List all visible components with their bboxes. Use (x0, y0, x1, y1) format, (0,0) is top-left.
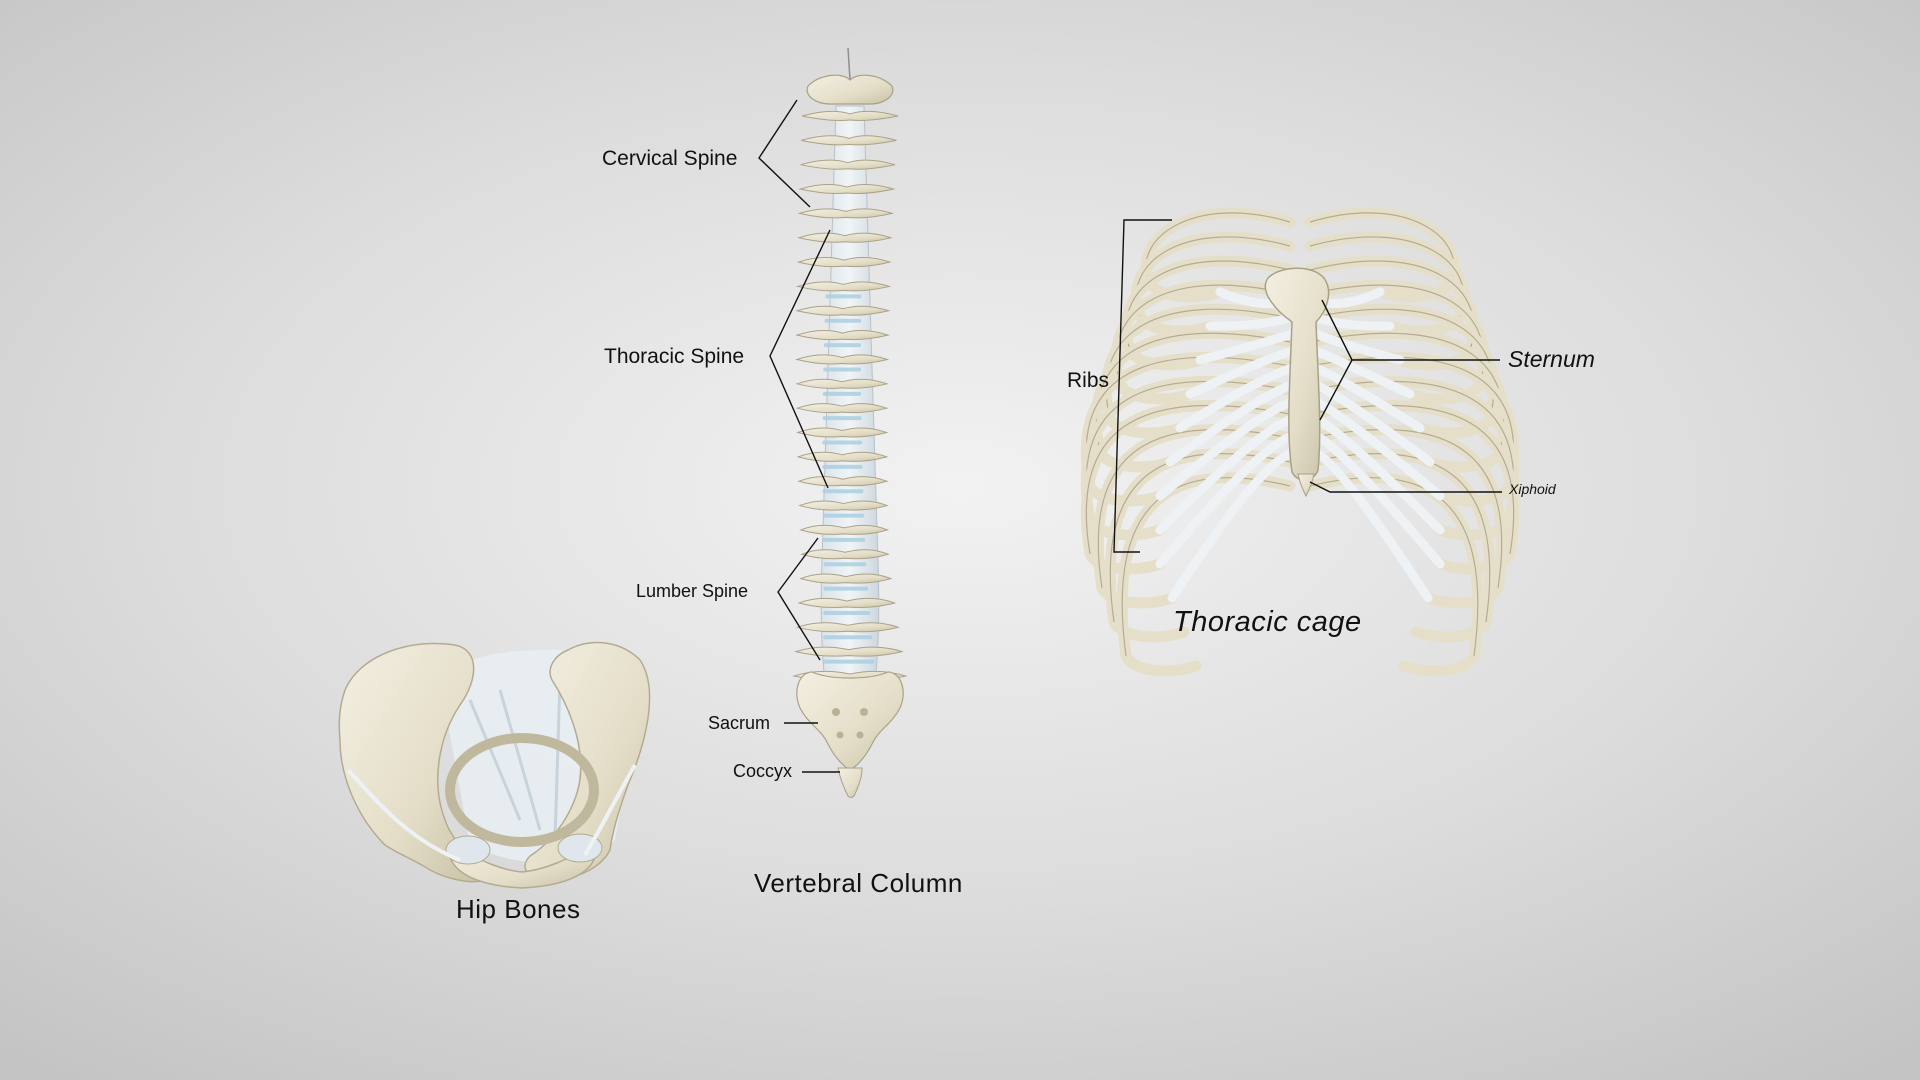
thoracic-leader (769, 229, 831, 489)
cervical-leader (758, 99, 811, 208)
hip-bones-drawing (338, 641, 651, 889)
vertebra (795, 354, 890, 365)
vertebra (801, 110, 899, 121)
vertebra (795, 330, 890, 341)
costal-cartilage-right (1311, 448, 1433, 603)
ribs-right-group (1304, 207, 1520, 677)
vertebra (796, 451, 889, 462)
intervertebral-disc (823, 367, 862, 372)
costal-cartilage-left (1195, 329, 1297, 365)
xiphoid-leader (1309, 481, 1502, 493)
vertebra (796, 257, 892, 268)
costal-cartilage-right (1311, 380, 1435, 467)
intervertebral-disc (822, 416, 862, 421)
vertebra (800, 549, 890, 560)
costal-cartilage-right (1311, 346, 1415, 399)
caption-thoracic-cage: Thoracic cage (1173, 606, 1362, 638)
vertebra (799, 524, 890, 535)
intervertebral-disc (823, 586, 869, 591)
label-xiphoid: Xiphoid (1509, 481, 1556, 497)
intervertebral-disc (822, 489, 864, 494)
sternum-bone (1264, 267, 1330, 481)
pelvic-inlet (445, 733, 599, 847)
vertebra (795, 378, 889, 389)
vertebra (797, 597, 897, 608)
caption-hip-bones: Hip Bones (456, 894, 581, 924)
costal-cartilage-left (1155, 414, 1297, 535)
intervertebral-disc (823, 343, 862, 348)
thoracic-cage-drawing (1080, 207, 1520, 677)
intervertebral-disc (824, 318, 862, 323)
xiphoid-process (1297, 473, 1315, 498)
intervertebral-disc (823, 659, 875, 664)
intervertebral-disc (822, 440, 863, 445)
coccyx-bone (837, 767, 863, 798)
intervertebral-disc (822, 391, 862, 396)
caption-vertebral-column: Vertebral Column (754, 868, 963, 898)
intervertebral-disc (823, 537, 866, 542)
costal-cartilage-right (1311, 329, 1405, 365)
costal-cartilage-left (1185, 346, 1297, 399)
intervertebral-disc (822, 464, 863, 469)
label-coccyx: Coccyx (733, 761, 793, 781)
costal-cartilage-right (1311, 397, 1445, 501)
costal-cartilage-right (1311, 431, 1445, 569)
vertebra (801, 135, 897, 146)
vertebra (797, 476, 889, 487)
costal-cartilage-right (1311, 363, 1425, 433)
costal-cartilage-left (1165, 380, 1297, 467)
lumbar-leader (777, 537, 821, 661)
rib-right-edge (1309, 477, 1479, 657)
intervertebral-disc (822, 513, 865, 518)
label-ribs: Ribs (1067, 369, 1110, 392)
vertebra (795, 622, 900, 633)
intervertebral-disc (825, 294, 862, 299)
costal-cartilage-left (1205, 312, 1297, 331)
vertebra (795, 305, 891, 316)
costal-cartilage-group (1155, 287, 1445, 603)
vertebrae-group (792, 110, 908, 688)
label-cervical-spine: Cervical Spine (602, 147, 738, 170)
vertebra (795, 281, 892, 292)
intervertebral-disc (823, 635, 873, 640)
leader-lines (758, 99, 1502, 773)
rib-left-edge (1121, 477, 1291, 657)
vertebra (795, 427, 889, 438)
atlas-vertebra (806, 74, 894, 105)
label-sternum: Sternum (1508, 346, 1595, 372)
vertebra (793, 646, 904, 657)
intervertebral-disc (823, 562, 867, 567)
vertebra (797, 232, 893, 243)
label-thoracic-spine: Thoracic Spine (604, 345, 745, 368)
vertebra (797, 208, 895, 219)
rib-left-edge (1085, 404, 1291, 555)
label-lumber-spine: Lumber Spine (636, 581, 749, 601)
intervertebral-disc (823, 610, 871, 615)
costal-cartilage-right (1311, 414, 1445, 535)
vertebra (795, 403, 889, 414)
rib-right-edge (1309, 404, 1515, 555)
costal-cartilage-left (1155, 431, 1297, 569)
ribs-bracket (1113, 219, 1172, 553)
sacrum-bone (796, 671, 904, 771)
costal-cartilage-left (1175, 363, 1297, 433)
costal-cartilage-right (1311, 312, 1395, 331)
vertebra (800, 159, 896, 170)
vertebra (798, 500, 889, 511)
vertebra (799, 573, 893, 584)
costal-cartilage-left (1167, 448, 1297, 603)
costal-cartilage-left (1155, 397, 1297, 501)
vertebral-column-drawing (792, 47, 908, 798)
label-sacrum: Sacrum (708, 713, 771, 733)
vertebra (798, 184, 896, 195)
